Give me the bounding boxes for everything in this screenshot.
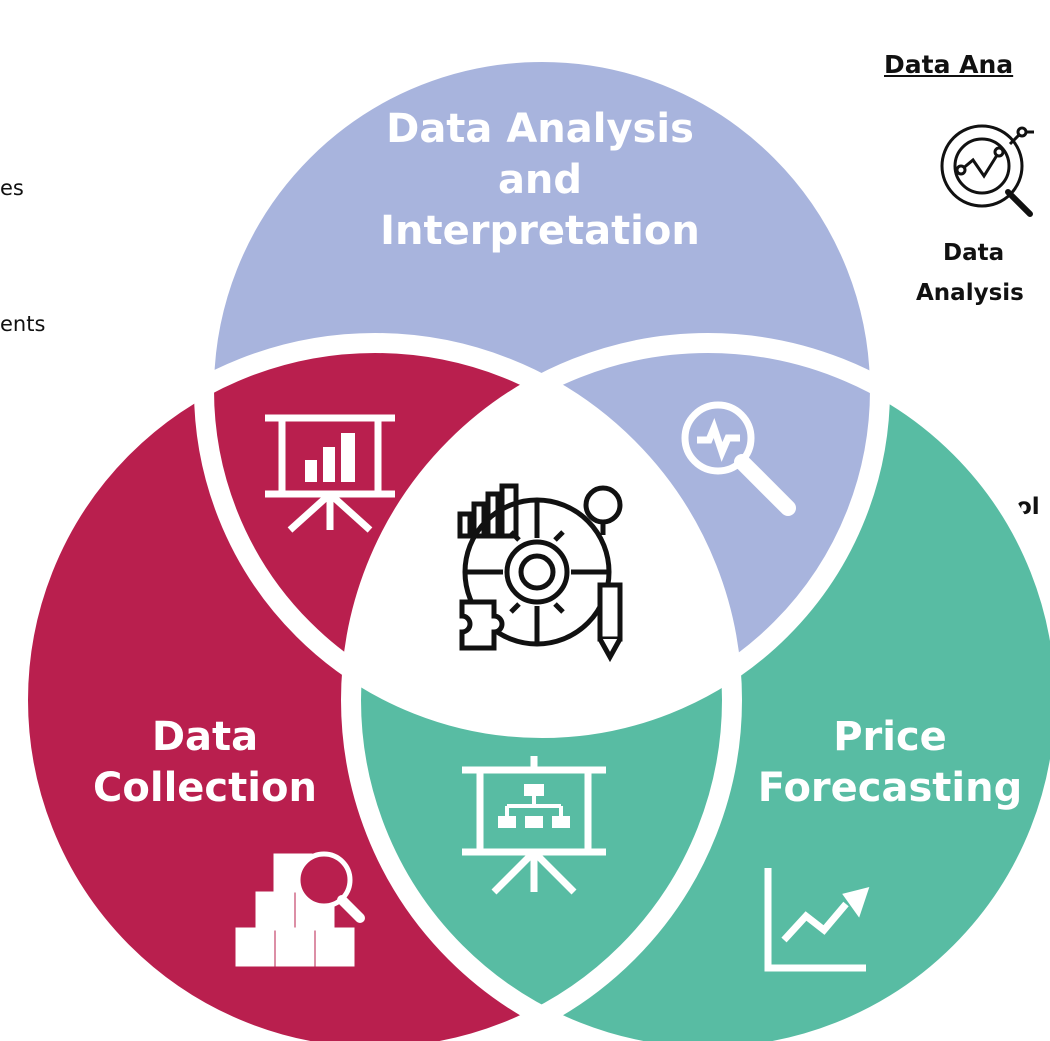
title-price-forecasting: Price Forecasting (740, 712, 1040, 814)
title-data-analysis-line1: Data Analysis (386, 106, 694, 152)
title-data-analysis-line2: and (497, 157, 583, 204)
title-data-collection: Data Collection (60, 712, 350, 814)
title-data-collection-line2: Collection (93, 765, 317, 812)
rising-line-chart-icon (764, 868, 870, 972)
right-panel-label-line1: Data (943, 240, 1005, 266)
left-partial-text-2: ents (0, 312, 46, 336)
title-data-analysis-line3: Interpretation (380, 208, 700, 255)
title-data-collection-line1: Data (151, 714, 259, 760)
presentation-bar-chart-icon (265, 414, 395, 533)
boxes-search-icon (235, 851, 365, 967)
magnifier-pulse-icon (681, 401, 796, 516)
right-panel-label-line2: Analysis (916, 280, 1024, 306)
title-data-analysis: Data Analysis and Interpretation (340, 104, 740, 258)
left-partial-text-1: es (0, 176, 24, 200)
title-price-forecasting-line1: Price (833, 714, 947, 760)
title-price-forecasting-line2: Forecasting (757, 765, 1023, 812)
presentation-org-chart-icon (462, 756, 606, 895)
right-panel-heading: Data Ana (884, 50, 1014, 79)
gear-analytics-icon (457, 483, 623, 663)
